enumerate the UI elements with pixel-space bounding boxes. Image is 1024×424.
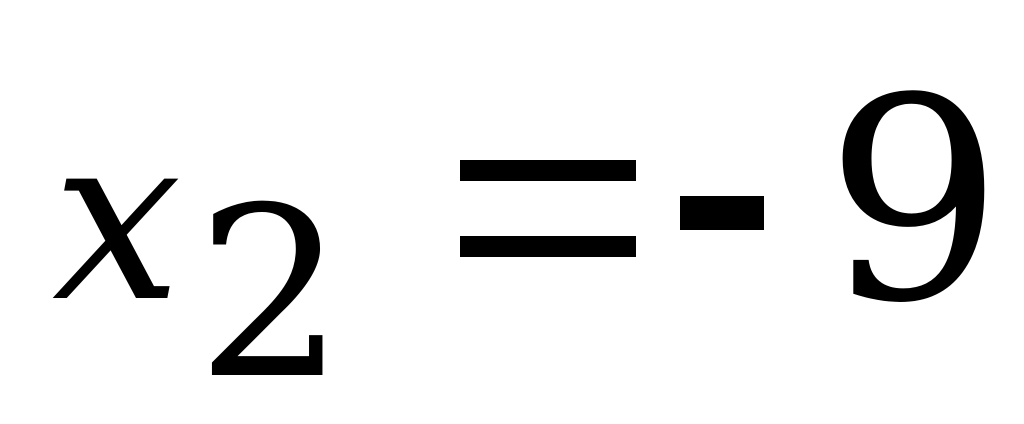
equals-bar-top xyxy=(460,160,636,181)
equals-bar-bottom xyxy=(460,236,636,257)
equals-sign xyxy=(460,160,636,257)
minus-sign xyxy=(680,196,764,230)
subscript-2: 2 xyxy=(196,158,346,424)
value-9: 9 xyxy=(825,39,1003,365)
variable-x: x xyxy=(52,86,182,353)
